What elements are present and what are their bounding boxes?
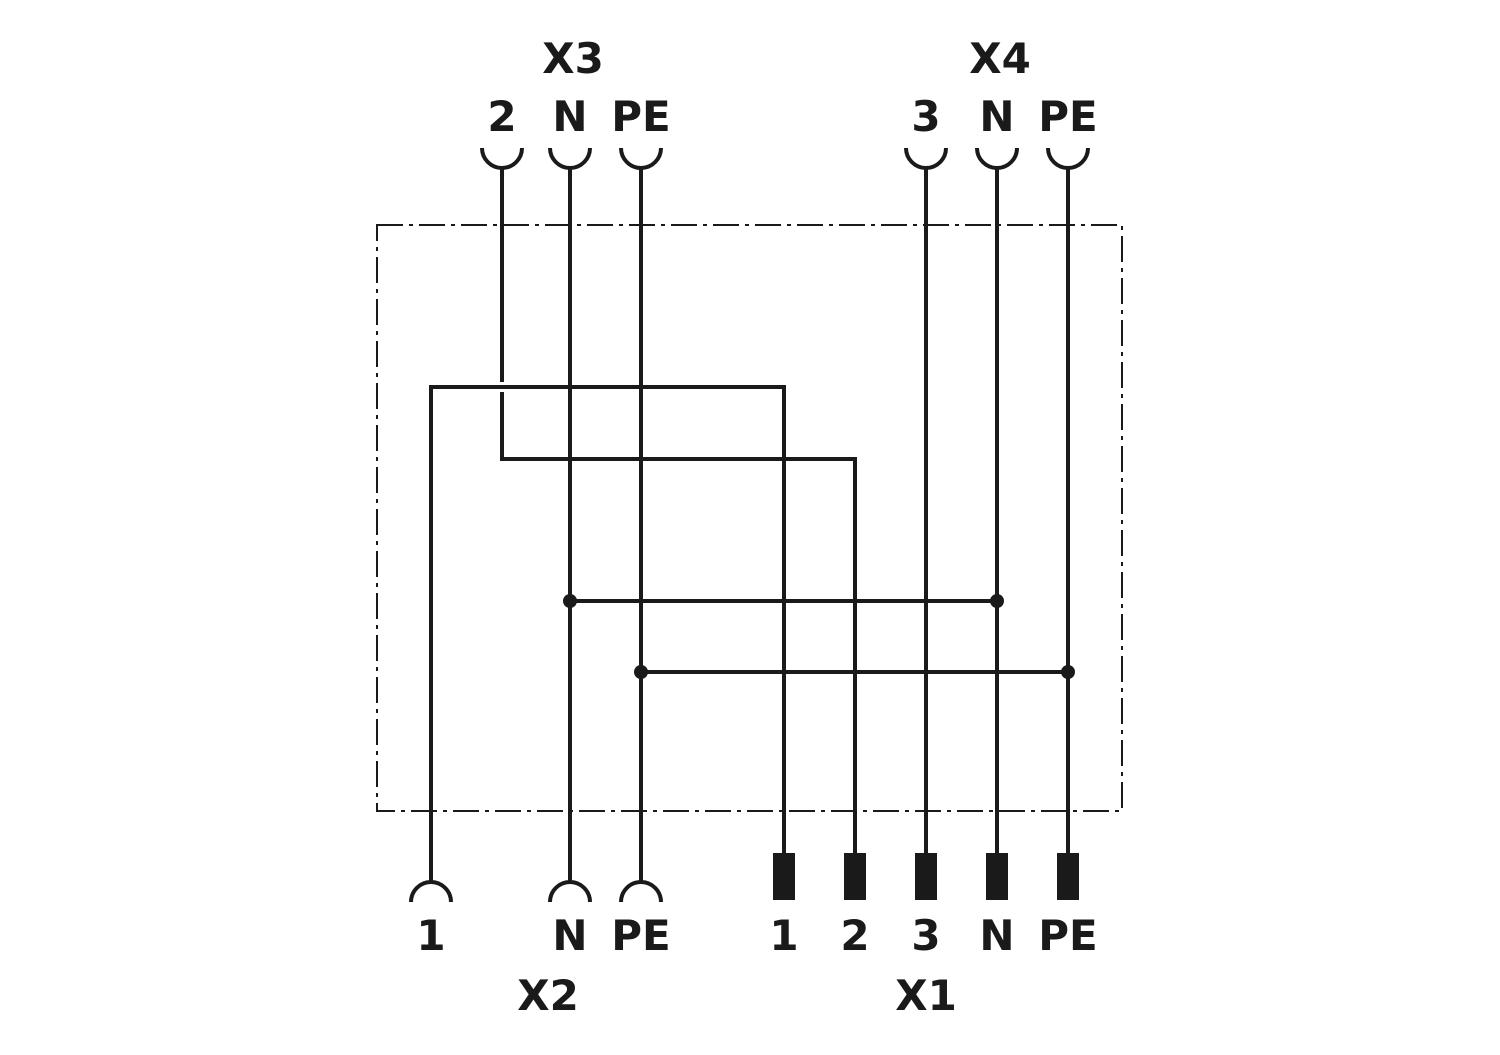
junction-pe-left [634, 665, 648, 679]
x1-pin-label: PE [1038, 911, 1097, 960]
x3-pin-label: 2 [487, 92, 516, 141]
x4-socket-pe-icon [1046, 147, 1090, 170]
x2-pin-label: N [552, 911, 587, 960]
junction-n-left [563, 594, 577, 608]
x2-socket-1-icon [409, 880, 453, 903]
junction-pe-right [1061, 665, 1075, 679]
wire-l2-lower [500, 392, 857, 855]
x4-socket-3-icon [904, 147, 948, 170]
x3-pin-label: N [552, 92, 587, 141]
x2-socket-n-icon [548, 880, 592, 903]
x2-pin-label: PE [611, 911, 670, 960]
housing-frame [376, 224, 1123, 812]
x4-pin-label: N [979, 92, 1014, 141]
x3-socket-pe-icon [619, 147, 663, 170]
x2-pin-label: 1 [416, 911, 445, 960]
x1-pin-label: N [979, 911, 1014, 960]
x2-socket-pe-icon [619, 880, 663, 903]
connector-x3-label: X3 [542, 34, 604, 83]
x4-socket-n-icon [975, 147, 1019, 170]
x1-pin-label: 2 [840, 911, 869, 960]
x1-pin-3-icon [915, 853, 937, 900]
connector-x2-label: X2 [517, 971, 579, 1020]
x1-pin-2-icon [844, 853, 866, 900]
x3-pin-label: PE [611, 92, 670, 141]
x3-socket-2-icon [480, 147, 524, 170]
connector-x4-label: X4 [969, 34, 1031, 83]
x1-pin-label: 1 [769, 911, 798, 960]
x4-pin-label: 3 [911, 92, 940, 141]
x1-pin-1-icon [773, 853, 795, 900]
x3-socket-n-icon [548, 147, 592, 170]
x1-pin-n-icon [986, 853, 1008, 900]
x1-pin-label: 3 [911, 911, 940, 960]
junction-n-right [990, 594, 1004, 608]
x1-pin-pe-icon [1057, 853, 1079, 900]
x4-pin-label: PE [1038, 92, 1097, 141]
connector-x1-label: X1 [895, 971, 957, 1020]
wire-l1 [429, 385, 786, 884]
